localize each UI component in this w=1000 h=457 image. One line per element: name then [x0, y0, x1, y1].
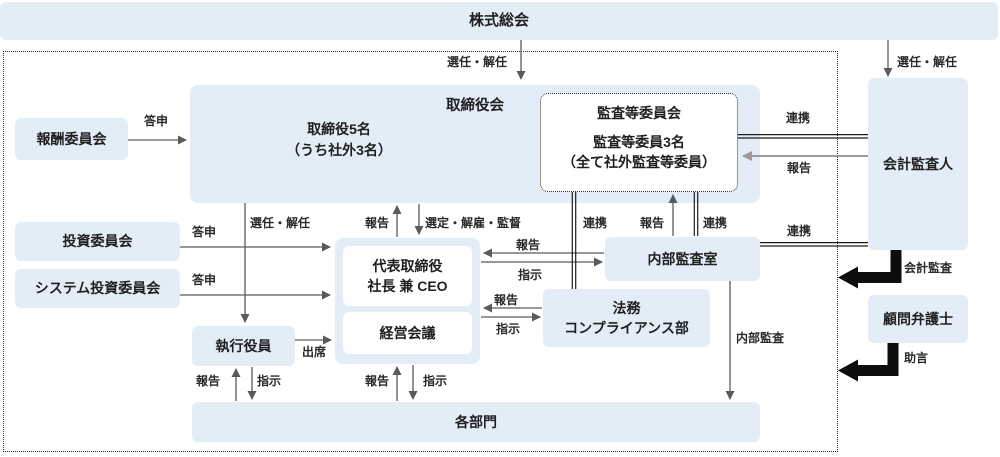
label-appoint-dismiss-exec: 選任・解任 — [250, 216, 311, 230]
label-report-legal: 報告 — [494, 293, 519, 307]
label-appoint-dismiss-board: 選任・解任 — [447, 55, 508, 69]
label-internal-audit: 内部監査 — [736, 331, 785, 345]
executive-officers-box: 執行役員 — [192, 326, 295, 366]
label-report-board: 報告 — [365, 216, 390, 230]
legal-compliance-box: 法務 コンプライアンス部 — [543, 289, 710, 347]
departments-box: 各部門 — [192, 402, 760, 442]
label-cooperate-internal-audit: 連携 — [703, 216, 728, 230]
label-report-internal-audit: 報告 — [516, 238, 541, 252]
label-report-auditor: 報告 — [787, 161, 812, 175]
system-investment-committee-box: システム投資委員会 — [15, 269, 180, 308]
thick-advice-arrow — [838, 343, 899, 382]
investment-committee-box: 投資委員会 — [15, 222, 180, 261]
shareholders-meeting-box: 株式総会 — [0, 2, 998, 40]
audit-committee-composition: 監査等委員3名 （全て社外監査等委員） — [562, 134, 716, 170]
compensation-committee-box: 報酬委員会 — [15, 118, 128, 160]
label-appoint-dismiss-auditor: 選任・解任 — [897, 55, 958, 69]
label-accounting-audit: 会計監査 — [904, 261, 953, 275]
board-of-directors-composition: 取締役5名 （うち社外3名） — [286, 121, 392, 158]
corporate-lawyer-box: 顧問弁護士 — [868, 295, 968, 343]
label-reply-system: 答申 — [192, 273, 217, 287]
label-reply-compensation: 答申 — [144, 114, 169, 128]
label-report-exec: 報告 — [196, 374, 221, 388]
label-report-committee: 報告 — [640, 216, 665, 230]
board-of-directors-title: 取締役会 — [446, 98, 504, 114]
label-instruct-meeting: 指示 — [423, 374, 448, 388]
label-cooperate-auditor-top: 連携 — [786, 111, 811, 125]
management-meeting-box: 経営会議 — [343, 312, 472, 354]
internal-audit-office-box: 内部監査室 — [605, 237, 760, 281]
accounting-auditor-box: 会計監査人 — [868, 78, 968, 250]
ceo-box: 代表取締役 社長 兼 CEO — [343, 246, 472, 306]
label-instruct-legal: 指示 — [496, 322, 521, 336]
thick-accounting-audit-arrow — [838, 250, 902, 289]
label-advice: 助言 — [904, 351, 929, 365]
audit-committee-box: 監査等委員会 監査等委員3名 （全て社外監査等委員） — [540, 93, 738, 192]
audit-committee-title: 監査等委員会 — [597, 105, 681, 121]
label-reply-investment: 答申 — [192, 225, 217, 239]
label-instruct-exec: 指示 — [257, 374, 282, 388]
label-cooperate-auditor-mid: 連携 — [787, 224, 812, 238]
company-boundary-frame — [3, 51, 838, 452]
label-select-dismiss-supervise: 選定・解雇・監督 — [425, 216, 522, 230]
label-instruct-internal-audit: 指示 — [518, 268, 543, 282]
label-cooperate-legal: 連携 — [583, 216, 608, 230]
shareholders-meeting-label: 株式総会 — [468, 12, 529, 30]
label-attend: 出席 — [302, 345, 327, 359]
label-report-meeting: 報告 — [365, 374, 390, 388]
